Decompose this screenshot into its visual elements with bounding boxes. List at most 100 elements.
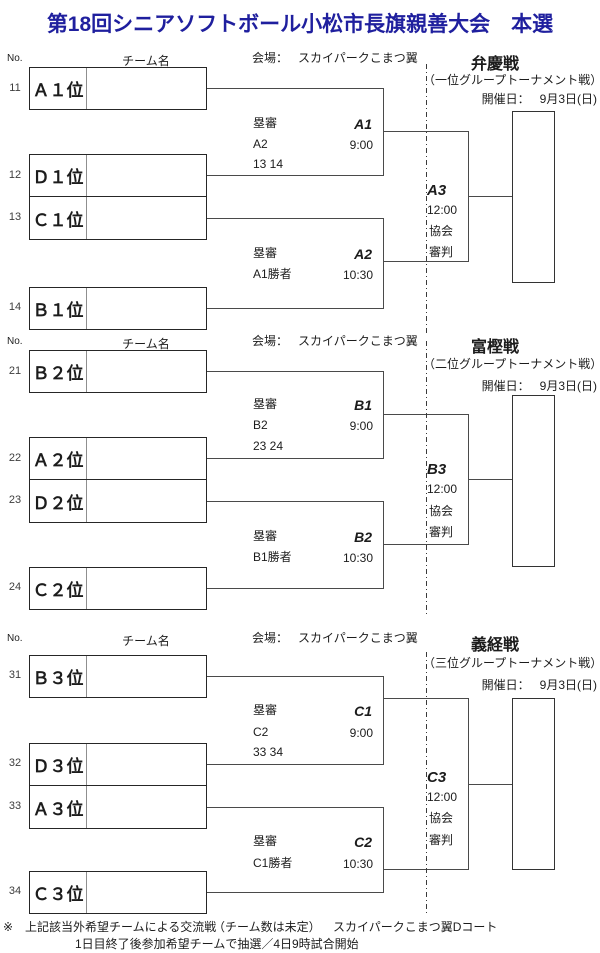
round-name: 富樫戦 — [470, 339, 519, 356]
match-code: C1 — [354, 703, 372, 719]
team-name-cell — [87, 480, 206, 522]
match-time: 9:00 — [349, 726, 373, 740]
divider-dashdot-line — [426, 652, 427, 914]
team-row: Ｃ３位 — [29, 871, 207, 914]
team-row: Ｄ２位 — [29, 479, 207, 523]
bracket-connector — [383, 88, 384, 176]
team-row: Ｂ３位 — [29, 655, 207, 698]
bracket-line — [207, 501, 383, 502]
round-date: 開催日：9月3日(日) — [481, 379, 597, 393]
champion-box — [512, 111, 555, 283]
team-name-cell — [87, 872, 206, 913]
note-line1-text: 上記該当外希望チームによる交流戦 — [25, 920, 217, 934]
team-name-cell — [87, 351, 206, 392]
team-row: Ｂ１位 — [29, 287, 207, 330]
team-rank-label: Ｄ２位 — [30, 480, 87, 522]
bracket-line — [207, 458, 383, 459]
bracket-connector — [383, 501, 384, 589]
bracket-line — [207, 588, 383, 589]
team-name-cell — [87, 786, 206, 828]
col-no-label: No. — [7, 53, 23, 64]
col-no-label: No. — [7, 633, 23, 644]
round-name: 弁慶戦 — [470, 56, 519, 73]
team-no: 34 — [8, 885, 22, 897]
team-rank-label: Ａ１位 — [30, 68, 87, 109]
team-no: 12 — [8, 169, 22, 181]
col-no-label: No. — [7, 336, 23, 347]
team-row: Ｃ２位 — [29, 567, 207, 610]
team-rank-label: Ｃ２位 — [30, 568, 87, 609]
team-name-cell — [87, 656, 206, 697]
umpire-label: 塁審 — [253, 834, 278, 848]
final-ump-org: 協会 — [429, 811, 454, 825]
col-team-label: チーム名 — [122, 337, 170, 351]
divider-dashdot-line — [426, 341, 427, 617]
team-row: Ｄ１位 — [29, 154, 207, 197]
bracket-line — [207, 175, 383, 176]
match-time: 10:30 — [342, 857, 373, 871]
final-ump-org: 協会 — [429, 224, 454, 238]
team-rank-label: Ｂ３位 — [30, 656, 87, 697]
note-line1-court: スカイパークこまつ翼Dコート — [333, 920, 498, 934]
bracket-connector — [383, 676, 384, 765]
match-code: B2 — [354, 529, 372, 545]
final-time: 12:00 — [427, 790, 458, 804]
match-time: 10:30 — [342, 551, 373, 565]
round-subtitle: （一位グループトーナメント戦） — [423, 73, 600, 87]
winner-line — [383, 261, 468, 262]
team-no: 22 — [8, 452, 22, 464]
venue-text: 会場：スカイパークこまつ翼 — [252, 631, 418, 645]
team-name-cell — [87, 155, 206, 196]
final-ump-role: 審判 — [429, 245, 454, 259]
note-line2: 1日目終了後参加希望チームで抽選／4日9時試合開始 — [75, 937, 359, 951]
team-no: 21 — [8, 365, 22, 377]
match-time: 9:00 — [349, 138, 373, 152]
team-row: Ｄ３位 — [29, 743, 207, 786]
team-rank-label: Ｄ３位 — [30, 744, 87, 785]
round-subtitle: （二位グループトーナメント戦） — [423, 357, 600, 371]
note-mark: ※ — [3, 920, 14, 934]
umpire-label: 塁審 — [253, 246, 278, 260]
team-no: 11 — [9, 82, 21, 94]
team-row: Ｃ１位 — [29, 196, 207, 240]
bracket-connector — [383, 807, 384, 893]
bracket-line — [207, 676, 383, 677]
umpire-label: 塁審 — [253, 529, 278, 543]
final-ump-role: 審判 — [429, 833, 454, 847]
team-rank-label: Ｂ２位 — [30, 351, 87, 392]
final-line — [468, 784, 512, 785]
umpire-value: B2 — [253, 418, 268, 432]
match-code: A2 — [354, 246, 372, 262]
team-row: Ｂ２位 — [29, 350, 207, 393]
team-rank-label: Ｃ３位 — [30, 872, 87, 913]
col-team-label: チーム名 — [122, 54, 170, 68]
team-name-cell — [87, 68, 206, 109]
bracket-connector — [383, 371, 384, 459]
team-rank-label: Ａ２位 — [30, 438, 87, 479]
bracket-line — [207, 807, 383, 808]
final-time: 12:00 — [427, 203, 458, 217]
team-name-cell — [87, 744, 206, 785]
col-team-label: チーム名 — [122, 634, 170, 648]
umpire-label: 塁審 — [253, 397, 278, 411]
champion-box — [512, 698, 555, 870]
venue-text: 会場：スカイパークこまつ翼 — [252, 51, 418, 65]
match-time: 10:30 — [342, 268, 373, 282]
umpire-value: C2 — [253, 725, 269, 739]
team-no: 33 — [8, 800, 22, 812]
umpire-value: A1勝者 — [253, 267, 292, 281]
note-line1-count: （チーム数は未定） — [213, 920, 321, 934]
umpire-label: 塁審 — [253, 116, 278, 130]
champion-box — [512, 395, 555, 567]
team-rank-label: Ｄ１位 — [30, 155, 87, 196]
winner-line — [383, 131, 468, 132]
team-no: 31 — [8, 669, 22, 681]
match-code: C2 — [354, 834, 372, 850]
scorers-value: 13 14 — [253, 157, 284, 171]
bracket-line — [207, 218, 383, 219]
bracket-line — [207, 892, 383, 893]
winner-line — [383, 698, 468, 699]
round-date: 開催日：9月3日(日) — [481, 92, 597, 106]
final-time: 12:00 — [427, 482, 458, 496]
round-date: 開催日：9月3日(日) — [481, 678, 597, 692]
